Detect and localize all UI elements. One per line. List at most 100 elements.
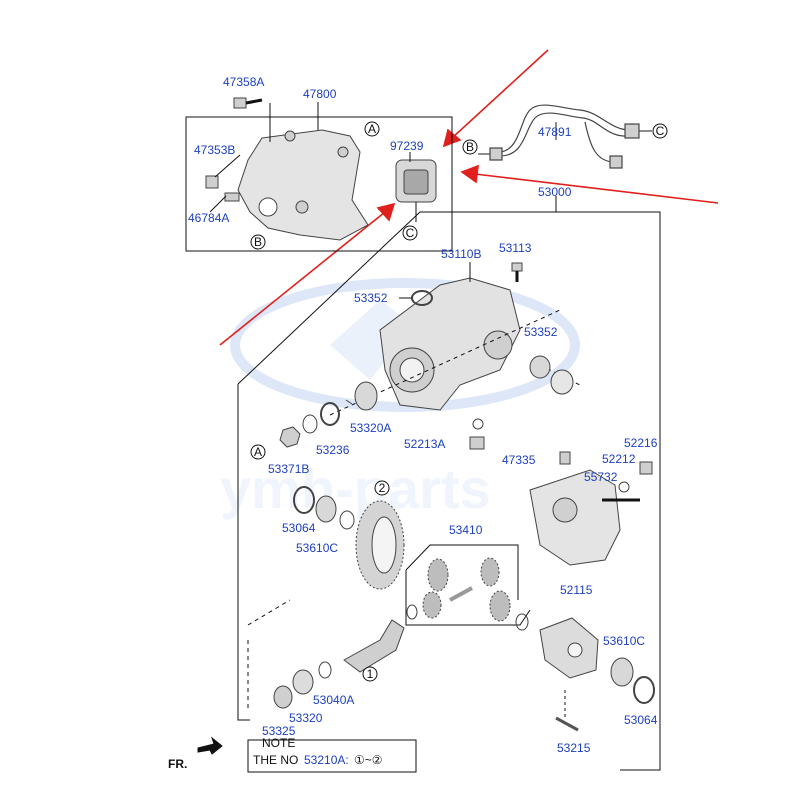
label-47358A: 47358A	[223, 75, 264, 89]
label-46784A: 46784A	[188, 211, 229, 225]
spacer-53236	[320, 402, 340, 426]
drive-pinion	[343, 619, 405, 673]
callout-b-left-label: B	[254, 235, 262, 249]
label-53110B: 53110B	[441, 247, 481, 261]
actuator-box	[185, 116, 453, 252]
watermark-text: ymh-parts	[220, 457, 491, 520]
harness-clip	[609, 155, 623, 169]
housing-bore	[399, 357, 425, 383]
label-53352-right: 53352	[524, 325, 558, 339]
red-arrow-2	[474, 173, 719, 204]
callout-circles	[250, 121, 668, 682]
thrust-washer-left	[406, 604, 418, 620]
spacer-53040A	[318, 661, 332, 679]
actuator-bore	[258, 197, 278, 217]
leader-46784A	[209, 195, 227, 213]
callout-letters: A B C B C A 2 1	[254, 122, 665, 681]
callout-1	[362, 666, 378, 682]
race-53064-right	[633, 676, 655, 704]
label-47353B: 47353B	[194, 143, 235, 157]
callout-b-harness-label: B	[466, 140, 474, 154]
callout-a-diff-label: A	[254, 445, 262, 459]
label-52216: 52216	[624, 436, 658, 450]
label-53064-left: 53064	[282, 521, 316, 535]
label-55732: 55732	[584, 470, 618, 484]
clip-ring	[345, 399, 353, 405]
note-prefix: THE NO	[253, 753, 298, 767]
front-arrow-icon	[197, 736, 223, 755]
label-53236: 53236	[316, 443, 350, 457]
actuator-group	[185, 97, 453, 252]
leader-47353B	[214, 154, 241, 178]
label-53113: 53113	[499, 241, 532, 255]
case-box-bottom	[430, 609, 531, 626]
gasket-52213A	[472, 418, 484, 430]
callout-c-harness-label: C	[656, 124, 665, 138]
label-53325: 53325	[262, 724, 296, 738]
red-arrow-2-head	[460, 164, 479, 184]
bolt-47358A-head	[233, 97, 247, 109]
harness-branch	[584, 121, 613, 163]
bearing-53610C-left	[315, 495, 337, 523]
side-gear-left	[427, 558, 449, 592]
callout-b-left	[250, 234, 266, 250]
label-53410: 53410	[449, 523, 483, 537]
pinion-shaft	[449, 586, 473, 602]
actuator-housing	[237, 129, 369, 241]
housing-side-bore	[483, 330, 513, 360]
callout-2-label: 2	[379, 481, 386, 495]
label-53610C-left: 53610C	[296, 541, 338, 555]
red-arrow-3	[219, 211, 386, 346]
harness-wire-lower	[499, 112, 631, 157]
label-53320A: 53320A	[350, 421, 391, 435]
callout-c-mid-label: C	[406, 226, 415, 240]
label-53000: 53000	[538, 185, 572, 199]
actuator-mount-1	[284, 130, 296, 142]
label-47800: 47800	[303, 87, 337, 101]
ring-gear-center	[371, 516, 397, 574]
pinion-box-diag	[247, 599, 291, 626]
washer-53236	[302, 414, 318, 434]
shim-left	[339, 510, 355, 530]
label-53352-top: 53352	[354, 291, 388, 305]
label-53610C-right: 53610C	[603, 634, 645, 648]
diff-box-top-right	[237, 211, 661, 771]
part-labels: 47358A 47800 47353B 46784A 97239 47891 5…	[188, 75, 658, 755]
red-arrow-1	[451, 49, 549, 139]
label-53371B: 53371B	[268, 462, 309, 476]
red-arrows	[219, 49, 719, 346]
label-97239: 97239	[390, 139, 424, 153]
callout-a-top-label: A	[368, 122, 376, 136]
callout-b-harness	[462, 139, 478, 155]
label-53064-right: 53064	[624, 713, 658, 727]
label-47335: 47335	[502, 453, 536, 467]
note-suffix: ①~②	[354, 753, 383, 767]
note-title: NOTE	[262, 736, 295, 750]
wire-harness-47891	[478, 104, 652, 169]
case-box-top	[405, 544, 519, 600]
label-47891: 47891	[538, 125, 572, 139]
differential-case-bore	[567, 642, 583, 658]
motor-face	[403, 169, 429, 195]
callout-c-mid	[402, 225, 418, 241]
thrust-washer	[515, 613, 529, 631]
callout-c-harness	[652, 123, 668, 139]
callout-2	[374, 480, 390, 496]
seal-right-outer	[550, 369, 574, 395]
bearing-53610C-right	[610, 657, 634, 687]
harness-wire-upper	[499, 104, 631, 153]
case-box-left	[405, 570, 430, 626]
watermark: ymh-parts	[220, 278, 580, 520]
bearing-53320A	[354, 381, 378, 411]
note-part: 53210A:	[304, 753, 349, 767]
actuator-mount-2	[337, 146, 349, 158]
label-52115: 52115	[560, 583, 593, 597]
nut-53371B	[279, 426, 301, 448]
breather-47335	[559, 451, 571, 465]
label-52212: 52212	[602, 452, 636, 466]
label-52213A: 52213A	[404, 437, 445, 451]
label-53040A: 53040A	[313, 693, 354, 707]
callout-a-diff	[250, 444, 266, 460]
callout-a-top	[364, 121, 380, 137]
